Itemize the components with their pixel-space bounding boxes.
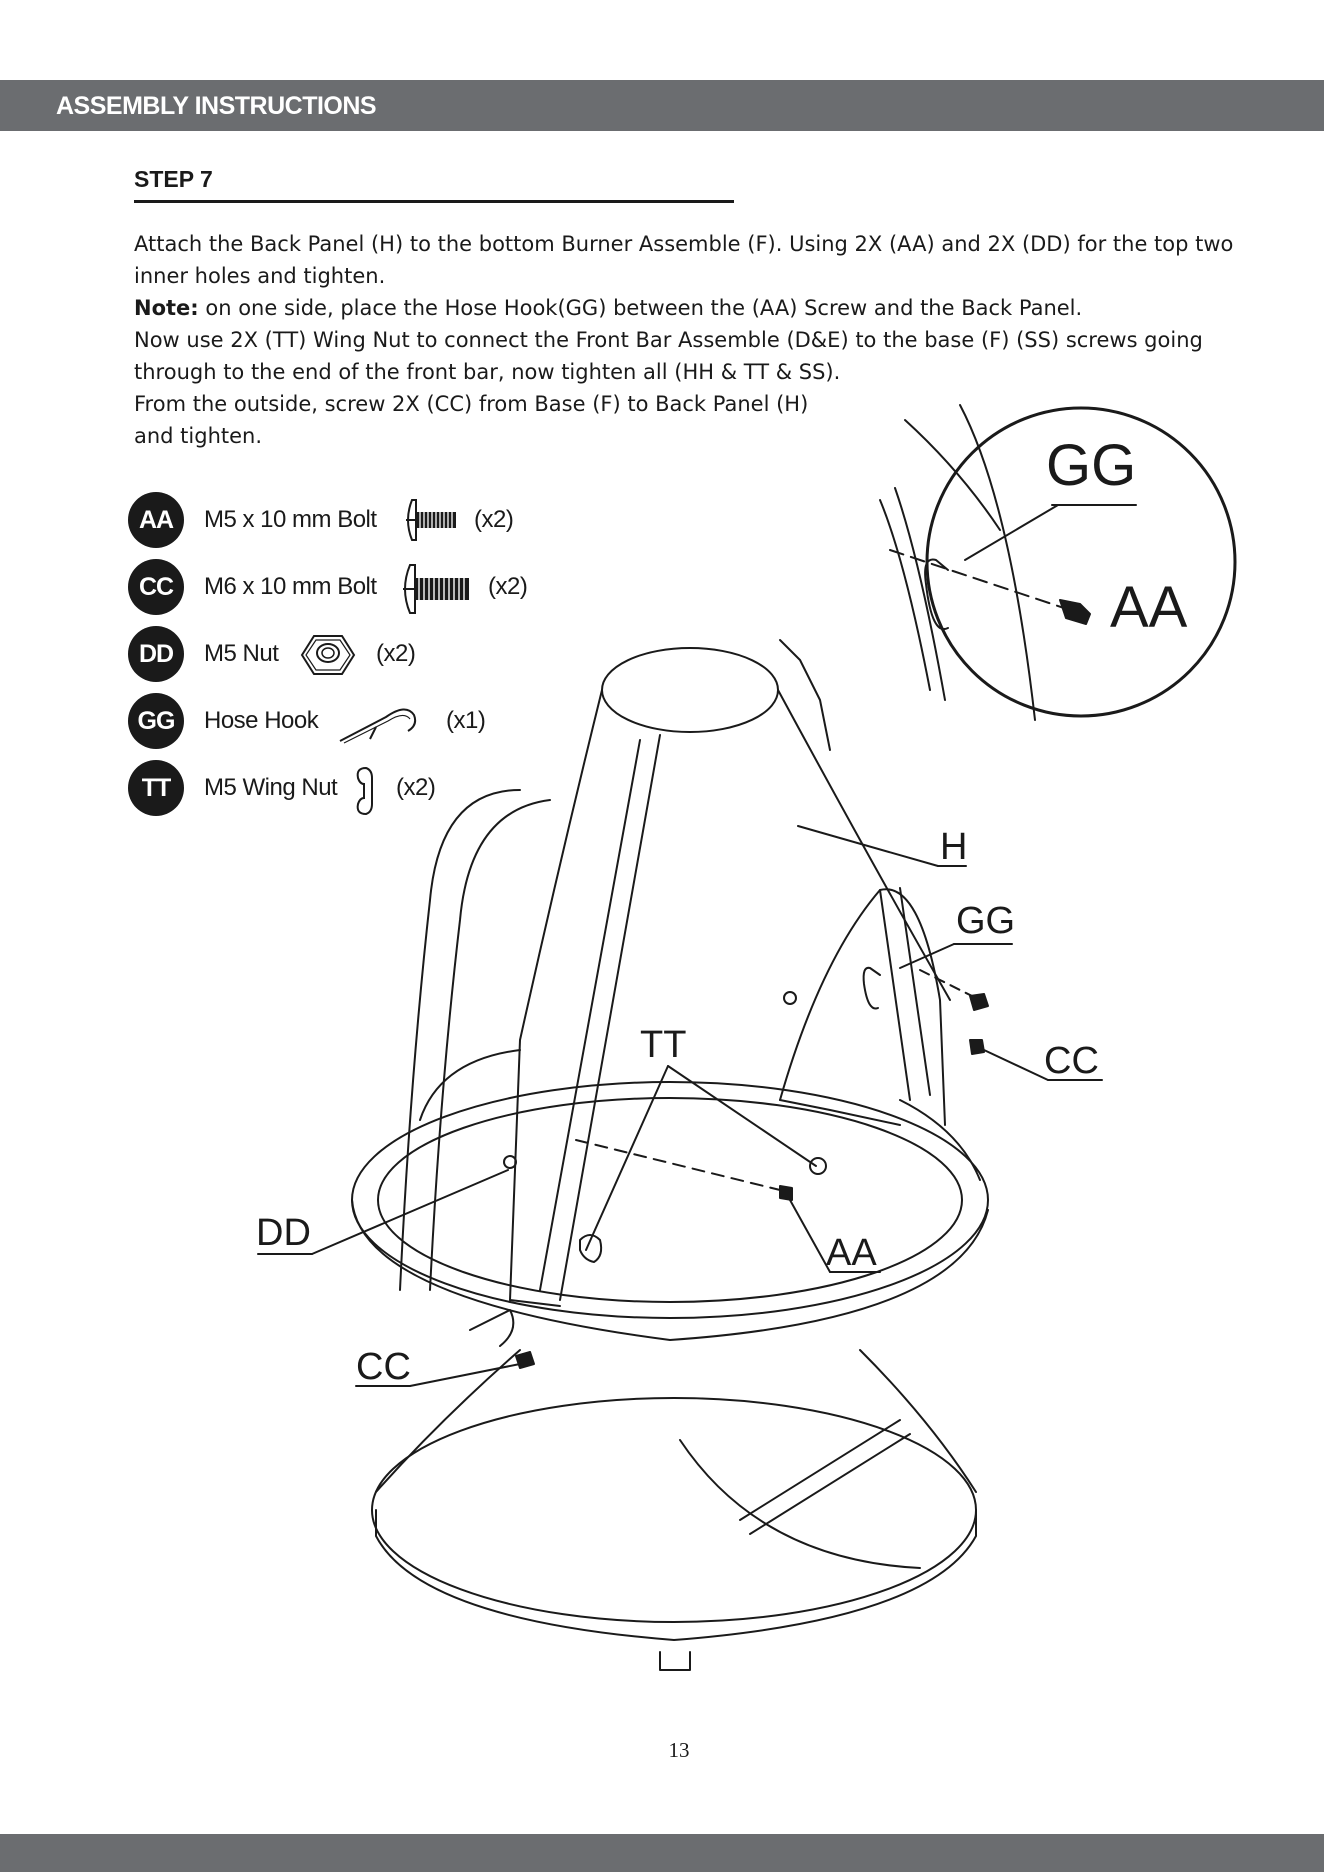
bolt-icon bbox=[403, 564, 469, 614]
hose-hook-icon bbox=[339, 708, 417, 744]
note-text: on one side, place the Hose Hook(GG) bet… bbox=[198, 296, 1083, 320]
callout-tt: TT bbox=[640, 1024, 687, 1066]
part-name-tt: M5 Wing Nut bbox=[204, 774, 338, 801]
part-row-aa: AA M5 x 10 mm Bolt (x2) bbox=[128, 492, 648, 548]
step-divider bbox=[134, 200, 734, 203]
callout-cc-left: CC bbox=[356, 1346, 411, 1388]
instruction-line-4b: and tighten. bbox=[134, 424, 263, 448]
callout-gg: GG bbox=[956, 900, 1016, 942]
callout-aa: AA bbox=[826, 1232, 877, 1274]
back-panel-h bbox=[509, 639, 951, 1307]
part-row-gg: GG Hose Hook (x1) bbox=[128, 693, 648, 749]
callout-cc-right: CC bbox=[1044, 1040, 1099, 1082]
page-number: 13 bbox=[668, 1738, 690, 1762]
part-row-tt: TT M5 Wing Nut (x2) bbox=[128, 760, 648, 816]
part-badge-aa: AA bbox=[128, 492, 184, 548]
instruction-note: Note: on one side, place the Hose Hook(G… bbox=[134, 292, 1284, 324]
part-qty-tt: (x2) bbox=[396, 774, 436, 801]
part-badge-cc: CC bbox=[128, 559, 184, 615]
hex-nut-icon bbox=[300, 635, 356, 675]
part-badge-tt: TT bbox=[128, 760, 184, 816]
part-row-dd: DD M5 Nut (x2) bbox=[128, 626, 648, 682]
part-qty-gg: (x1) bbox=[446, 707, 486, 734]
bolt-icon bbox=[406, 499, 456, 541]
part-badge-dd: DD bbox=[128, 626, 184, 682]
callout-detail-gg: GG bbox=[1046, 433, 1137, 498]
part-name-dd: M5 Nut bbox=[204, 640, 279, 667]
part-qty-dd: (x2) bbox=[376, 640, 416, 667]
footer-bar bbox=[0, 1834, 1324, 1872]
callout-detail-aa: AA bbox=[1110, 575, 1188, 640]
bowl-ring bbox=[351, 1049, 989, 1341]
part-name-cc: M6 x 10 mm Bolt bbox=[204, 573, 377, 600]
callout-h: H bbox=[940, 826, 968, 868]
part-name-aa: M5 x 10 mm Bolt bbox=[204, 506, 377, 533]
part-badge-gg: GG bbox=[128, 693, 184, 749]
instructions-text: Attach the Back Panel (H) to the bottom … bbox=[134, 228, 1284, 452]
part-qty-aa: (x2) bbox=[474, 506, 514, 533]
instruction-line-3: Now use 2X (TT) Wing Nut to connect the … bbox=[134, 328, 1203, 384]
part-row-cc: CC M6 x 10 mm Bolt (x2) bbox=[128, 559, 648, 615]
header-bar: ASSEMBLY INSTRUCTIONS bbox=[0, 80, 1324, 131]
header-title: ASSEMBLY INSTRUCTIONS bbox=[56, 92, 377, 120]
instruction-line-4a: From the outside, screw 2X (CC) from Bas… bbox=[134, 392, 809, 416]
note-label: Note: bbox=[134, 296, 199, 320]
callout-dd: DD bbox=[256, 1212, 311, 1254]
wing-nut-icon bbox=[356, 766, 373, 816]
part-name-gg: Hose Hook bbox=[204, 707, 319, 734]
instruction-line-1: Attach the Back Panel (H) to the bottom … bbox=[134, 232, 1234, 288]
detail-magnifier bbox=[879, 404, 1237, 721]
front-bar-assembly bbox=[779, 887, 946, 1126]
part-qty-cc: (x2) bbox=[488, 573, 528, 600]
base-assembly bbox=[371, 1349, 977, 1671]
step-title: STEP 7 bbox=[134, 166, 213, 192]
tube-frame bbox=[399, 789, 551, 1347]
